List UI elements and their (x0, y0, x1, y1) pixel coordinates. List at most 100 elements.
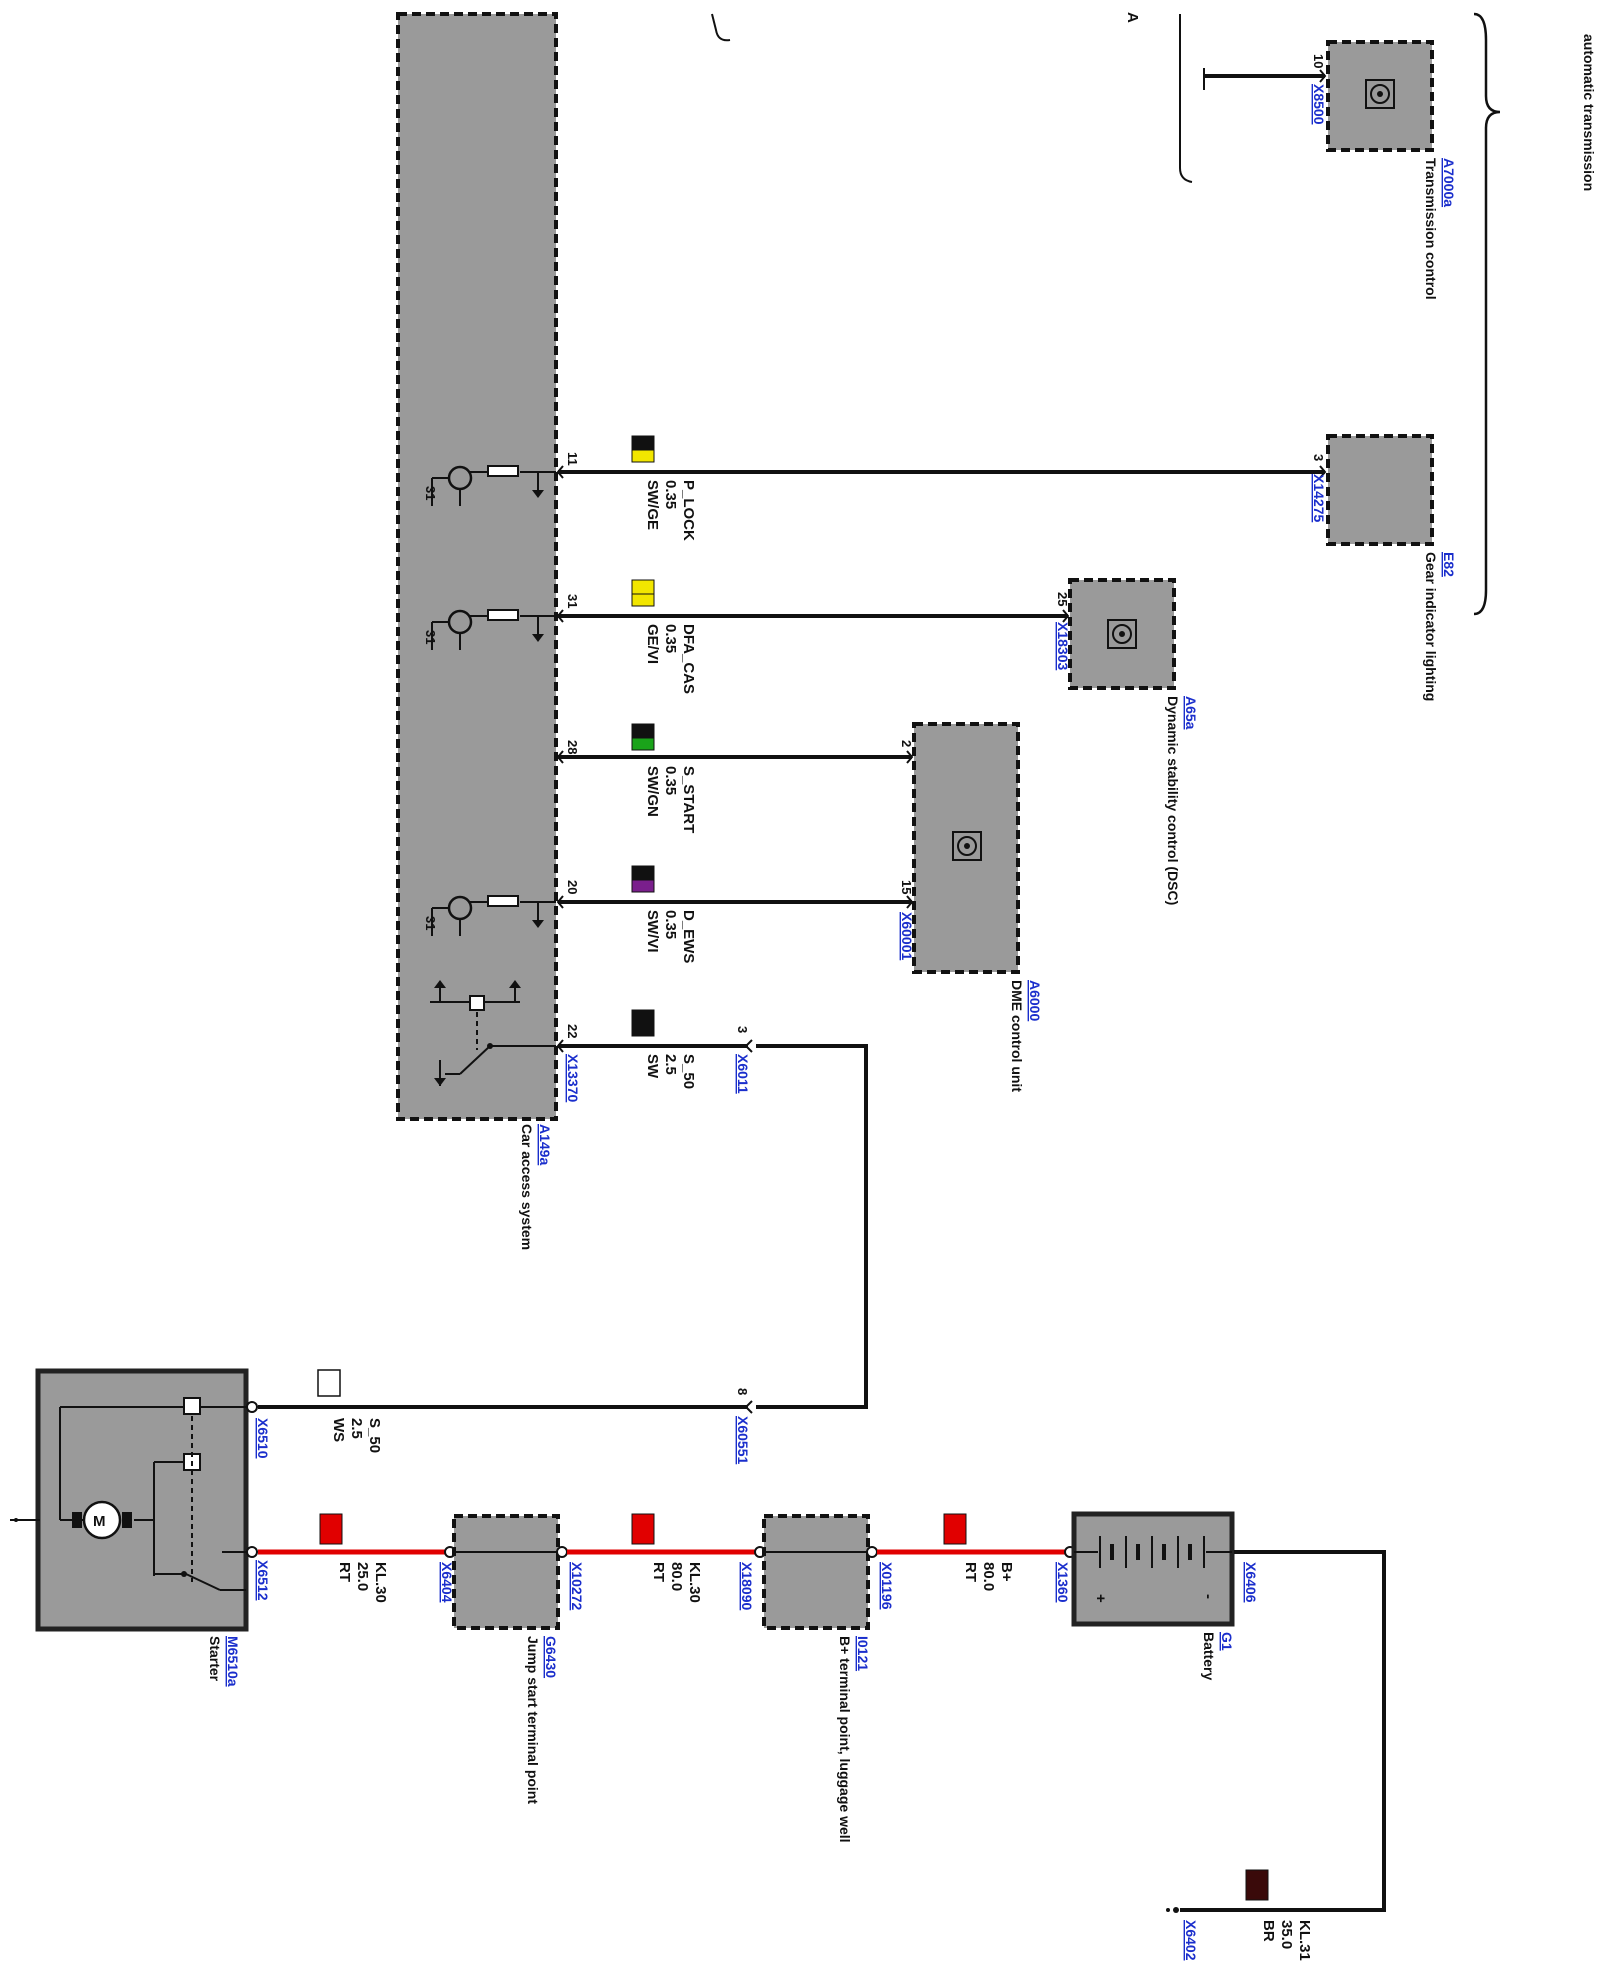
wire-signal-kl30-25: KL.30 (372, 1562, 389, 1603)
jump-id-link[interactable]: G6430 (543, 1636, 559, 1678)
wire-chip-dfa-cas (631, 579, 655, 607)
wire-color-s-start: SW/GN (644, 766, 661, 817)
cas-pin-31: 31 (565, 594, 580, 608)
battery-connector-x6406[interactable]: X6406 (1243, 1562, 1259, 1603)
cas-output-stage-dfa-cas (431, 609, 556, 650)
wire-chip-s-50-sw (631, 1009, 655, 1037)
bplus-name: B+ terminal point, luggage well (837, 1636, 853, 1843)
battery-box (1071, 1511, 1235, 1627)
bplus-id-link[interactable]: I0121 (855, 1636, 871, 1671)
wire-size-s-50-ws: 2.5 (348, 1418, 365, 1439)
wire-signal-b-plus: B+ (998, 1562, 1015, 1582)
inline2-pin: 8 (735, 1388, 750, 1395)
wire-transmission-stub (1203, 68, 1327, 90)
jump-connector-x10272[interactable]: X10272 (569, 1562, 585, 1610)
wire-size-s-start: 0.35 (662, 766, 679, 795)
starter-connector-x6512[interactable]: X6512 (255, 1560, 271, 1601)
jump-start-terminal-box (452, 1514, 560, 1630)
starter-box (35, 1368, 249, 1632)
wire-size-kl30-80: 80.0 (668, 1562, 685, 1591)
battery-plus-sign: + (1092, 1594, 1109, 1603)
gear-light-id-link[interactable]: E82 (1441, 552, 1457, 577)
car-access-system-module (396, 12, 558, 1121)
wire-size-s-50: 2.5 (662, 1054, 679, 1075)
wire-size-b-plus: 80.0 (980, 1562, 997, 1591)
dsc-control-unit-icon (1107, 619, 1137, 649)
starter-connector-x6510[interactable]: X6510 (255, 1418, 271, 1459)
wire-size-d-ews: 0.35 (662, 910, 679, 939)
section-a-bracket (1179, 14, 1193, 183)
wire-color-b-plus: RT (962, 1562, 979, 1582)
transmission-control-icon (1365, 79, 1395, 109)
cas-pin-28: 28 (565, 740, 580, 754)
wire-signal-d-ews: D_EWS (680, 910, 697, 963)
wire-size-dfa-cas: 0.35 (662, 624, 679, 653)
ground-pin-2: 31 (423, 630, 438, 644)
wire-signal-s-start: S_START (680, 766, 697, 833)
wire-signal-kl31: KL.31 (1296, 1920, 1313, 1961)
dme-pin-2: 2 (899, 740, 914, 747)
trans-pin-10: 10 (1311, 54, 1326, 68)
b-plus-terminal-box (762, 1514, 870, 1630)
wire-signal-s-50-ws: S_50 (366, 1418, 383, 1453)
starter-id-link[interactable]: M6510a (225, 1636, 241, 1687)
starter-name: Starter (207, 1636, 223, 1682)
wire-color-dfa-cas: GE/VI (644, 624, 661, 664)
cas-id-link[interactable]: A149a (537, 1124, 553, 1165)
wire-color-p-lock: SW/GE (644, 480, 661, 530)
battery-name: Battery (1201, 1632, 1217, 1680)
wire-color-kl30-25: RT (336, 1562, 353, 1582)
cas-name: Car access system (519, 1124, 535, 1250)
wire-color-kl30-80: RT (650, 1562, 667, 1582)
wire-chip-p-lock (631, 435, 655, 463)
cas-start-relay (430, 980, 556, 1086)
wire-kl30-starter (258, 1546, 456, 1558)
wire-s-50-upper (556, 1039, 868, 1414)
wire-s-start (556, 750, 914, 764)
ground-pin-3: 31 (423, 916, 438, 930)
bplus-connector-x18090[interactable]: X18090 (739, 1562, 755, 1610)
cas-output-stage-p-lock (431, 465, 556, 506)
ground-connector-x6402[interactable]: X6402 (1183, 1920, 1199, 1961)
jump-connector-x6404[interactable]: X6404 (439, 1562, 455, 1603)
wire-chip-kl31 (1245, 1869, 1269, 1901)
wire-d-ews (556, 895, 914, 909)
wire-chip-d-ews (631, 865, 655, 893)
wire-size-kl31: 35.0 (1278, 1920, 1295, 1949)
dme-connector-link[interactable]: X60001 (899, 912, 915, 960)
inline2-connector-link[interactable]: X60551 (735, 1416, 751, 1464)
dme-name: DME control unit (1009, 980, 1025, 1092)
wire-signal-dfa-cas: DFA_CAS (680, 624, 697, 694)
svg-text:M: M (93, 1513, 106, 1530)
wire-color-d-ews: SW/VI (644, 910, 661, 953)
section-title: automatic transmission (1581, 34, 1597, 191)
starter-terminal-30 (246, 1546, 258, 1558)
gear-light-connector-link[interactable]: X14275 (1311, 474, 1327, 522)
section-letter-a: A (1124, 12, 1141, 23)
battery-cell-icon (1074, 1536, 1232, 1568)
automatic-transmission-brace (1473, 12, 1501, 616)
battery-minus-sign: - (1200, 1594, 1217, 1599)
dme-control-unit-icon (952, 831, 982, 861)
wire-chip-kl30-80 (631, 1513, 655, 1545)
trans-id-link[interactable]: A7000a (1441, 158, 1457, 207)
battery-id-link[interactable]: G1 (1219, 1632, 1235, 1651)
inline1-connector-link[interactable]: X6011 (735, 1054, 751, 1094)
cas-output-stage-d-ews (431, 895, 556, 936)
cas-connector-link[interactable]: X13370 (565, 1054, 581, 1102)
bplus-connector-x01196[interactable]: X01196 (879, 1562, 895, 1610)
jump-name: Jump start terminal point (525, 1636, 541, 1804)
dsc-connector-link[interactable]: X18303 (1055, 622, 1071, 670)
gear-indicator-lighting-box (1326, 434, 1434, 546)
battery-connector-x1360[interactable]: X1360 (1055, 1562, 1071, 1603)
gear-light-name: Gear indicator lighting (1423, 552, 1439, 701)
ground-pin-1: 31 (423, 486, 438, 500)
wire-size-kl30-25: 25.0 (354, 1562, 371, 1591)
wire-chip-s-50-ws (317, 1369, 341, 1397)
dme-id-link[interactable]: A6000 (1027, 980, 1043, 1021)
trans-connector-link[interactable]: X8500 (1311, 84, 1327, 125)
dsc-id-link[interactable]: A65a (1183, 696, 1199, 730)
wire-color-s-50-ws: WS (330, 1418, 347, 1442)
starter-internal-circuit: M (10, 1397, 246, 1591)
